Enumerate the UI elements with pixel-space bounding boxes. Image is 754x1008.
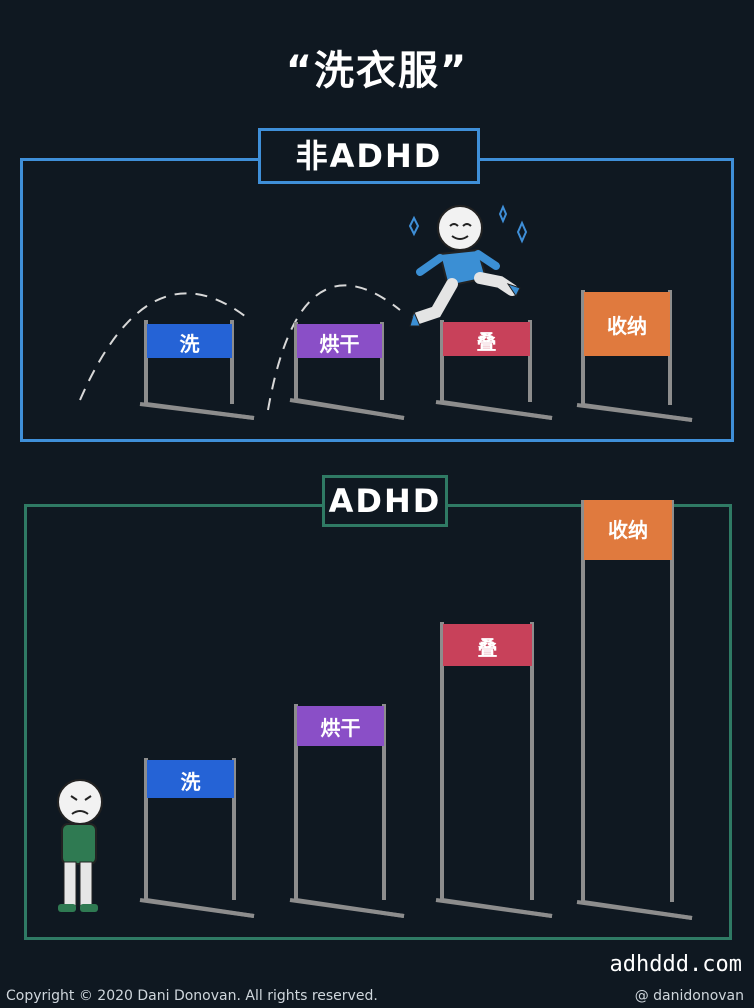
hurdle-bar-adhd-wash	[147, 760, 234, 798]
hurdle-label-adhd-wash: 洗	[180, 770, 201, 794]
jump-arc-2	[267, 284, 401, 411]
hurdle-bar-non-store	[584, 292, 670, 356]
copyright-text: Copyright © 2020 Dani Donovan. All right…	[6, 988, 378, 1004]
hurdle-bar-adhd-fold	[443, 624, 532, 666]
hurdle-bar-adhd-store	[584, 500, 672, 560]
sparkle-icon	[408, 204, 528, 244]
hurdle-label-non-dry: 烘干	[319, 332, 360, 356]
jump-arc-1	[79, 292, 251, 401]
hurdle-frame-adhd-fold	[435, 622, 553, 918]
hurdle-label-adhd-store: 收纳	[608, 518, 648, 542]
sad-person-icon	[57, 779, 103, 912]
hurdle-frame-adhd-store	[576, 500, 693, 920]
hurdle-bar-non-dry	[297, 324, 382, 358]
hurdle-bar-non-wash	[147, 324, 232, 358]
jumping-person-icon	[409, 205, 521, 327]
social-handle: @ danidonovan	[634, 988, 744, 1004]
page-title: “洗衣服”	[285, 48, 469, 94]
hurdle-frame-non-fold	[435, 320, 553, 420]
adhd-label: ADHD	[322, 475, 448, 527]
non-adhd-label: 非ADHD	[258, 128, 480, 184]
hurdle-label-adhd-dry: 烘干	[320, 716, 361, 740]
hurdle-bar-non-fold	[443, 322, 530, 356]
hurdle-label-non-fold: 叠	[476, 330, 497, 354]
hurdle-label-non-store: 收纳	[607, 314, 647, 338]
hurdle-bar-adhd-dry	[297, 706, 384, 746]
hurdle-label-adhd-fold: 叠	[477, 636, 498, 660]
hurdle-label-non-wash: 洗	[179, 332, 200, 356]
site-url: adhddd.com	[609, 952, 742, 977]
